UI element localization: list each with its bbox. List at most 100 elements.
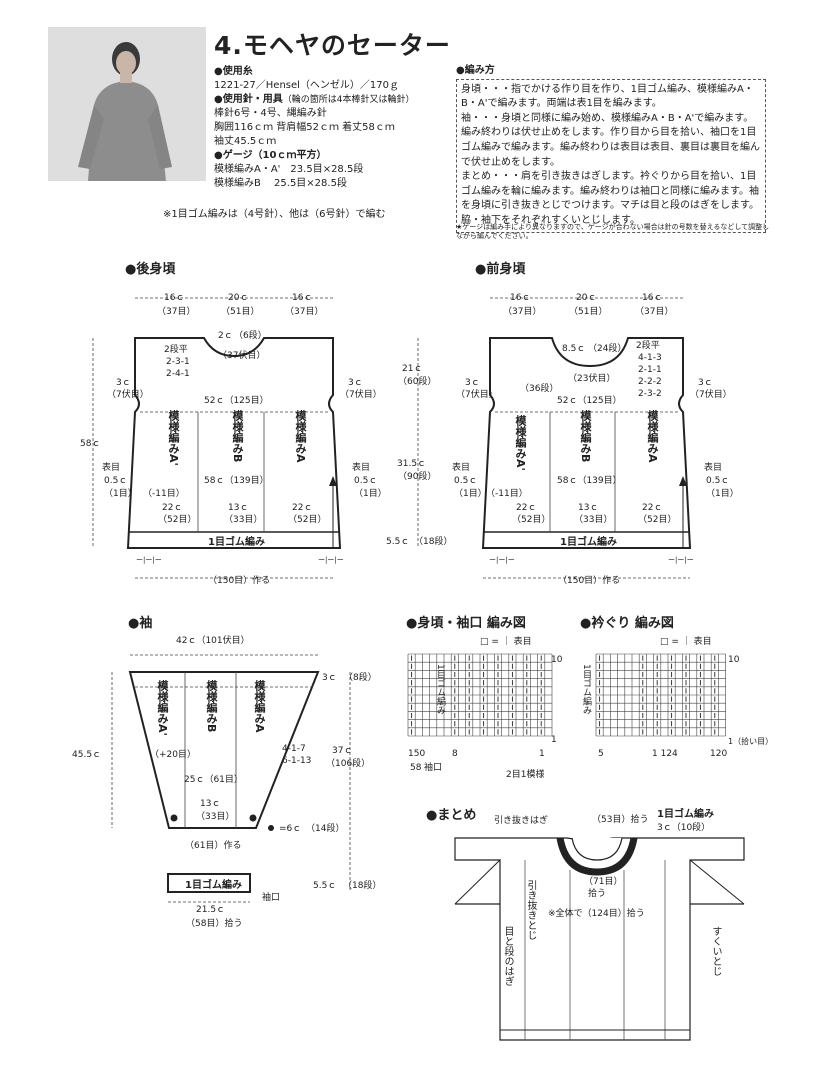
front-dec-3: 2-1-1: [638, 365, 662, 375]
back-edge-right: 表目: [352, 461, 370, 473]
front-edge-left-s: （1目）: [454, 488, 487, 499]
sleeve-r106: （106段）: [326, 757, 370, 769]
front-h21: 21ｃ: [402, 364, 422, 374]
sleeve-plus-20: （+20目）: [150, 749, 196, 760]
front-width-13: 13ｃ: [578, 503, 598, 513]
front-width-16-right: 16ｃ: [642, 293, 662, 303]
back-neck-rows: （6段）: [234, 329, 267, 341]
back-bind-37: （37伏目）: [218, 349, 265, 361]
sleeve-width-13: 13ｃ: [200, 799, 220, 809]
back-body-heading: ●後身頃: [125, 262, 176, 277]
front-width-58: 58ｃ（139目）: [557, 475, 622, 486]
back-neck-c: 2ｃ: [218, 331, 233, 341]
front-h5-5: 5.5ｃ: [386, 537, 409, 547]
back-pattern-a-prime: 模様編みA': [167, 410, 180, 466]
front-pattern-a-prime: 模様編みA': [514, 415, 527, 471]
back-arm-left-c: 3ｃ: [116, 378, 131, 388]
back-minus-11: （-11目）: [143, 488, 185, 499]
back-rib-mark-left: ー|ー|ー: [136, 556, 162, 564]
front-sts-37-right: （37目）: [635, 306, 673, 317]
front-arm-left-c: 3ｃ: [465, 378, 480, 388]
sleeve-pick-58: （58目）拾う: [186, 917, 242, 929]
front-edge-right: 表目: [704, 461, 722, 473]
yarn-label: ●使用糸: [214, 66, 253, 77]
back-sts-52-left: （52目）: [158, 514, 196, 525]
size-line-1: 胸囲116ｃｍ 背肩幅52ｃｍ 着丈58ｃｍ: [214, 122, 395, 133]
front-cast-on: （150目）作る: [558, 574, 620, 586]
back-sts-52-right: （52目）: [288, 514, 326, 525]
body-chart-heading: ●身頃・袖口 編み図: [406, 616, 526, 631]
back-cast-on: （150目）作る: [208, 574, 270, 586]
back-dec-3: 2-4-1: [166, 369, 190, 379]
body-chart-cuff: 袖口: [424, 761, 442, 773]
finish-rib-label: 1目ゴム編み: [657, 807, 714, 820]
sleeve-pattern-a-prime: 模様編みA': [156, 680, 169, 736]
body-chart-row-1: 1: [551, 735, 557, 745]
front-edge-left-c: 0.5ｃ: [454, 476, 477, 486]
back-arm-right-s: （7伏目）: [340, 388, 382, 400]
back-edge-left: 表目: [102, 461, 120, 473]
back-sts-51: （51目）: [221, 306, 259, 317]
front-sts-33: （33目）: [574, 514, 612, 525]
back-edge-right-c: 0.5ｃ: [354, 476, 377, 486]
sleeve-pattern-a: 模様編みA: [253, 680, 266, 733]
sleeve-sts-33: （33目）: [196, 811, 234, 822]
front-dec-2: 4-1-3: [638, 353, 662, 363]
body-chart-150: 150: [408, 749, 425, 759]
sleeve-inc-2: 6-1-13: [282, 756, 311, 766]
back-sts-33: （33目）: [224, 514, 262, 525]
sleeve-total-length: 45.5ｃ: [72, 750, 101, 760]
sleeve-cast-on: （61目）作る: [185, 839, 241, 851]
front-width-22-right: 22ｃ: [642, 503, 662, 513]
gauge-line-2: 模様編みB 25.5目×28.5段: [214, 178, 347, 189]
front-dec-1: 2段平: [636, 339, 660, 351]
back-sts-37-left: （37目）: [157, 306, 195, 317]
front-dec-5: 2-3-2: [638, 389, 662, 399]
needles-label: ●使用針・用具（輪の箇所は4本棒針又は輪針）: [214, 94, 415, 105]
front-arm-right-c: 3ｃ: [698, 378, 713, 388]
front-body-heading: ●前身頃: [475, 262, 526, 277]
sleeve-pattern-b: 模様編みB: [205, 680, 218, 733]
method-heading: ●編み方: [456, 65, 495, 76]
front-body-diagram: 16ｃ （37目） 20ｃ （51目） 16ｃ （37目） 8.5ｃ （24段）…: [386, 293, 739, 586]
front-pattern-b: 模様編みB: [579, 410, 592, 463]
back-width-22-left: 22ｃ: [162, 503, 182, 513]
body-chart-rib-label: 1目ゴム編み: [435, 664, 445, 715]
front-width-22-left: 22ｃ: [516, 503, 536, 513]
sleeve-rib-label: 1目ゴム編み: [185, 878, 242, 891]
front-edge-right-s: （1目）: [706, 488, 739, 499]
back-dec-2: 2-3-1: [166, 357, 190, 367]
front-rows-36: （36段）: [520, 382, 558, 394]
yarn-value: 1221-27／Hensel（ヘンゼル）／170ｇ: [214, 80, 400, 91]
back-arm-left-s: （7伏目）: [107, 388, 149, 400]
body-chart-row-10: 10: [551, 655, 563, 665]
size-line-2: 袖丈45.5ｃｍ: [214, 136, 277, 147]
model-photo: [48, 27, 206, 181]
finish-total-pick: ※全体で（124目）拾う: [548, 907, 645, 919]
needles-value: 棒針6号・4号、縄編み針: [214, 108, 327, 119]
sleeve-h3: 3ｃ: [322, 673, 337, 683]
front-sts-52-right: （52目）: [638, 514, 676, 525]
finish-slip-close: 引き抜きとじ: [525, 880, 536, 940]
back-width-52: 52ｃ（125目）: [204, 395, 269, 406]
back-width-16-left: 16ｃ: [164, 293, 184, 303]
sleeve-r18: （18段）: [343, 879, 381, 891]
gauge-label: ●ゲージ（10ｃｍ平方）: [214, 150, 327, 161]
sleeve-r14: （14段）: [306, 822, 344, 834]
front-rib-mark-left: ー|ー|ー: [489, 556, 515, 564]
finish-pick-71: （71目）: [584, 876, 622, 887]
back-sts-37-right: （37目）: [285, 306, 323, 317]
front-arm-right-s: （7伏目）: [690, 388, 732, 400]
sleeve-h37: 37ｃ: [332, 746, 352, 756]
front-pattern-a: 模様編みA: [646, 410, 659, 463]
sleeve-heading: ●袖: [128, 616, 153, 631]
gauge-line-1: 模様編みA・A' 23.5目×28.5段: [214, 164, 364, 175]
sleeve-inc-1: 4-1-7: [282, 744, 306, 754]
neck-chart-legend: □ = ｜ 表目: [660, 635, 712, 647]
back-rib-label: 1目ゴム編み: [208, 535, 265, 548]
back-edge-left-s: （1目）: [104, 488, 137, 499]
front-h31-5: 31.5ｃ: [397, 459, 426, 469]
sleeve-width-21-5: 21.5ｃ: [196, 905, 225, 915]
body-chart: □ = ｜ 表目 150 8 1 58 袖口 10 1 2目1模様: [407, 635, 563, 780]
